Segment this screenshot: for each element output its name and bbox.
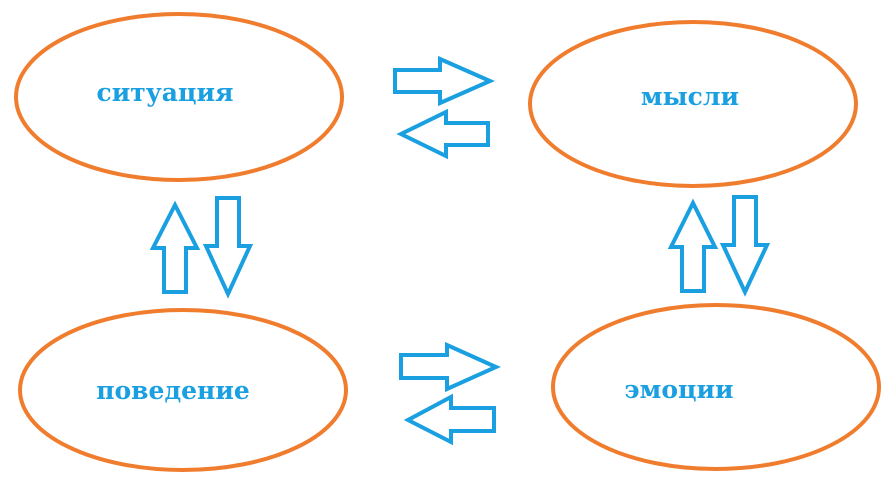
node-emotions-ellipse [551,303,881,471]
node-emotions: эмоции [551,303,881,471]
arrow-right-icon [399,341,501,393]
node-emotions-label: эмоции [624,375,733,404]
node-thoughts-ellipse [528,20,858,188]
arrow-up-icon [667,198,719,293]
node-situation-ellipse [14,12,344,182]
node-behavior-label: поведение [96,376,250,405]
arrow-left-icon [403,393,496,446]
arrow-down-icon [719,195,771,297]
node-thoughts: мысли [528,20,858,188]
arrow-left-icon [396,108,490,160]
arrow-down-icon [202,196,254,299]
node-behavior-ellipse [18,308,348,472]
node-behavior: поведение [18,308,348,472]
node-situation-label: ситуация [97,78,234,107]
node-situation: ситуация [14,12,344,182]
arrow-right-icon [393,55,495,107]
node-thoughts-label: мысли [641,82,739,111]
arrow-up-icon [149,200,201,294]
